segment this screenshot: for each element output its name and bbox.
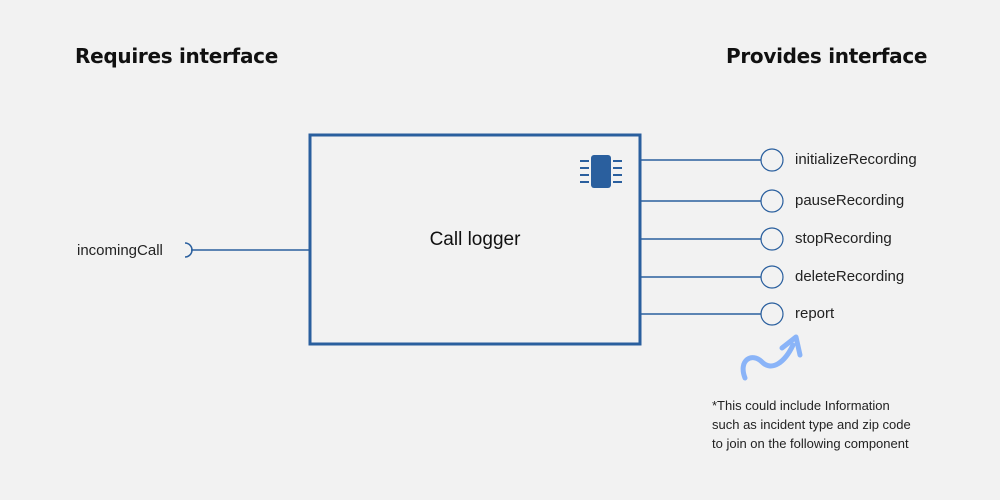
curved-arrow-icon	[740, 334, 803, 381]
provided-interface-pauseRecording[interactable]	[640, 189, 784, 213]
provided-interface-label: stopRecording	[795, 230, 892, 247]
provided-interface-label: initializeRecording	[795, 151, 917, 168]
provided-interface-initializeRecording[interactable]	[640, 148, 784, 172]
provided-interface-label: deleteRecording	[795, 268, 905, 285]
component-chip-icon	[580, 155, 622, 188]
requires-interface-heading: Requires interface	[75, 44, 278, 68]
provided-interface-deleteRecording[interactable]	[640, 265, 784, 289]
provided-interface-label: pauseRecording	[795, 192, 905, 209]
note-line: to join on the following component	[712, 436, 909, 451]
component-box[interactable]	[308, 133, 642, 346]
provided-interface-report[interactable]	[640, 302, 784, 326]
required-interface-socket[interactable]	[184, 242, 193, 258]
component-name: Call logger	[429, 229, 521, 250]
provided-interface-label: report	[795, 305, 835, 322]
note-line: *This could include Information	[712, 398, 890, 413]
note-line: such as incident type and zip code	[712, 417, 911, 432]
annotation-note: *This could include Information such as …	[712, 396, 952, 453]
provided-interface-stopRecording[interactable]	[640, 227, 784, 251]
provides-interface-heading: Provides interface	[726, 44, 928, 68]
required-interface-label: incomingCall	[77, 242, 163, 259]
